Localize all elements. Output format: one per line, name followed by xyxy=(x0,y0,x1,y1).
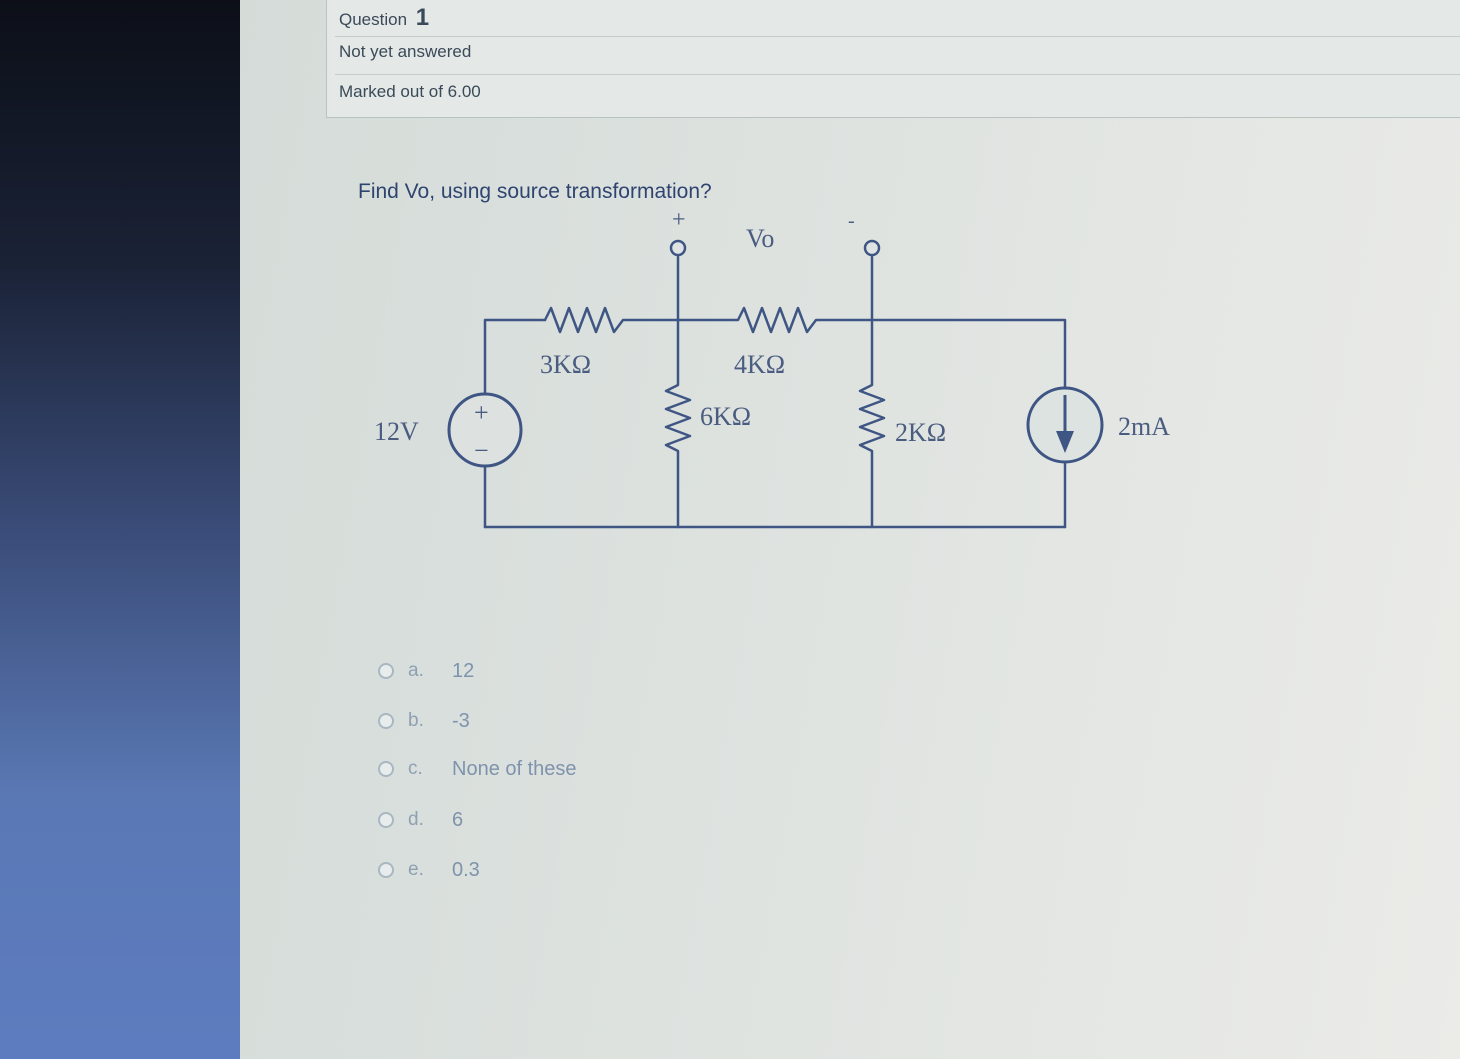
resistor-2k-label: 2KΩ xyxy=(895,418,946,447)
source-minus-sign: − xyxy=(474,436,489,465)
option-text: 0.3 xyxy=(452,859,480,881)
option-letter: b. xyxy=(408,710,424,731)
option-letter: e. xyxy=(408,859,424,880)
vo-plus-sign: + xyxy=(672,207,686,233)
question-number-line: Question 1 xyxy=(339,4,429,32)
radio-button[interactable] xyxy=(378,713,394,729)
radio-button[interactable] xyxy=(378,862,394,878)
option-text: -3 xyxy=(452,710,470,732)
resistor-4k xyxy=(676,306,874,334)
radio-button[interactable] xyxy=(378,663,394,679)
radio-button[interactable] xyxy=(378,761,394,777)
option-letter: d. xyxy=(408,809,424,830)
option-text: None of these xyxy=(452,758,577,780)
question-label: Question xyxy=(339,10,408,29)
question-info-box: Question 1 Not yet answered Marked out o… xyxy=(326,0,1460,118)
current-source-label: 2mA xyxy=(1118,412,1170,441)
info-divider xyxy=(335,36,1460,37)
question-number: 1 xyxy=(415,4,430,31)
resistor-3k-label: 3KΩ xyxy=(540,350,591,379)
question-text: Find Vo, using source transformation? xyxy=(358,180,712,203)
voltage-source xyxy=(447,392,523,468)
option-text: 6 xyxy=(452,809,464,831)
question-marks: Marked out of 6.00 xyxy=(339,82,481,101)
question-status: Not yet answered xyxy=(339,42,472,61)
current-arrow-head xyxy=(1056,431,1074,453)
terminal-plus xyxy=(669,239,687,257)
terminal-minus xyxy=(863,239,881,257)
resistor-3k xyxy=(543,306,680,334)
resistor-6k xyxy=(664,255,692,529)
option-text: 12 xyxy=(452,660,475,682)
option-letter: a. xyxy=(408,660,424,681)
radio-button[interactable] xyxy=(378,812,394,828)
left-sidebar xyxy=(0,0,240,1059)
option-letter: c. xyxy=(408,758,423,779)
resistor-2k xyxy=(858,255,886,529)
resistor-4k-label: 4KΩ xyxy=(734,350,785,379)
source-plus-sign: + xyxy=(474,398,489,427)
info-divider xyxy=(335,74,1460,75)
voltage-source-label: 12V xyxy=(374,417,419,446)
vo-minus-sign: - xyxy=(848,210,855,232)
vo-label: Vo xyxy=(746,224,774,253)
circuit-diagram: + - Vo 3KΩ 4KΩ 6KΩ 2KΩ 12V 2mA + − xyxy=(374,207,1170,529)
resistor-6k-label: 6KΩ xyxy=(700,402,751,431)
